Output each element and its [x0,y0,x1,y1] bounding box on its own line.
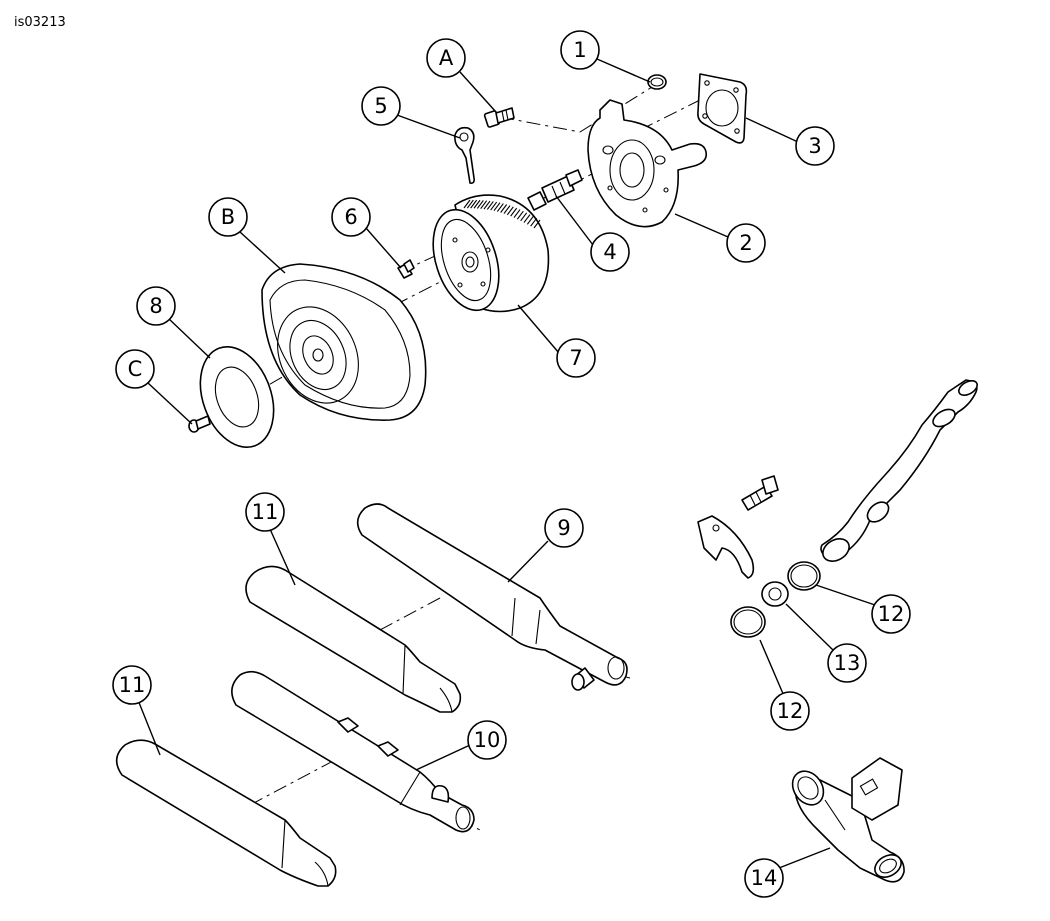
filter-pleat [463,199,471,209]
part-b-cover [261,263,427,421]
part-c-screw [188,415,211,433]
filter-pleat [530,217,538,227]
filter-pleat [506,206,514,216]
callout-9: 9 [544,508,584,548]
svg-text:11: 11 [119,673,146,697]
filter-pleat [486,201,494,210]
callout-1: 1 [560,30,600,70]
svg-text:5: 5 [374,94,387,118]
callout-12-lower: 12 [770,691,810,731]
filter-pleat [476,200,484,209]
filter-pleat [480,200,488,210]
svg-text:13: 13 [834,651,861,675]
callout-12-upper: 12 [871,594,911,634]
svg-text:14: 14 [751,866,778,890]
part-9-muffler [356,503,628,691]
callout-2: 2 [726,223,766,263]
callout-5: 5 [361,86,401,126]
callout-3: 3 [795,126,835,166]
callout-14: 14 [744,858,784,898]
filter-pleat [490,201,498,211]
svg-text:2: 2 [739,231,752,255]
image-id-label: is03213 [14,15,66,30]
part-12-o-ring-lower [730,606,766,638]
svg-text:B: B [221,205,235,229]
part-1-o-ring [647,74,667,90]
leader-lines [137,58,876,869]
filter-pleat [493,202,501,212]
callout-b: B [208,197,248,237]
filter-pleat [500,204,508,213]
part-2-backing-plate [587,99,708,228]
filter-pleat [516,210,524,220]
part-8-seal-ring [199,345,275,449]
svg-text:6: 6 [344,205,357,229]
svg-text:7: 7 [569,346,582,370]
filter-pleat [523,214,531,223]
filter-pleat [503,205,511,214]
breather-hose [820,379,978,562]
part-10-muffler [231,670,475,833]
filter-pleat [483,200,491,210]
callout-7: 7 [556,338,596,378]
filter-pleat [520,212,528,222]
part-7-filter-element [432,194,550,313]
svg-text:A: A [439,46,454,70]
filter-pleat [510,207,518,217]
part-5-bracket [454,126,475,184]
callout-4: 4 [590,232,630,272]
filter-pleat [473,199,481,209]
callout-13: 13 [827,643,867,683]
right-bolt [741,475,779,511]
svg-text:4: 4 [603,240,616,264]
filter-pleat [513,209,521,218]
retaining-clip [697,515,755,579]
filter-pleat [533,219,541,229]
svg-text:10: 10 [474,728,501,752]
svg-text:C: C [128,357,143,381]
part-11-upper-muffler [245,565,462,713]
filter-pleat [526,215,534,225]
callout-6: 6 [331,197,371,237]
svg-text:11: 11 [252,500,279,524]
callout-11-lower: 11 [112,665,152,705]
callout-11-upper: 11 [245,492,285,532]
svg-text:8: 8 [149,294,162,318]
filter-pleat [466,199,474,209]
svg-text:3: 3 [808,134,821,158]
filter-pleat [470,199,478,209]
part-12-o-ring-upper [787,561,821,591]
part-a-bolt [483,107,515,128]
part-4-breather-bolt [527,169,583,211]
callout-a: A [426,38,466,78]
part-11-lower-muffler [115,739,337,887]
callout-c: C [115,349,155,389]
svg-text:12: 12 [777,699,804,723]
callout-10: 10 [467,720,507,760]
svg-text:1: 1 [573,38,586,62]
part-6-screw [397,259,415,279]
part-3-gasket [697,73,748,144]
svg-text:12: 12 [878,602,905,626]
svg-text:9: 9 [557,516,570,540]
part-14-injector [791,757,905,883]
part-13-washer [761,581,789,607]
callout-8: 8 [136,286,176,326]
filter-pleat [496,203,504,212]
